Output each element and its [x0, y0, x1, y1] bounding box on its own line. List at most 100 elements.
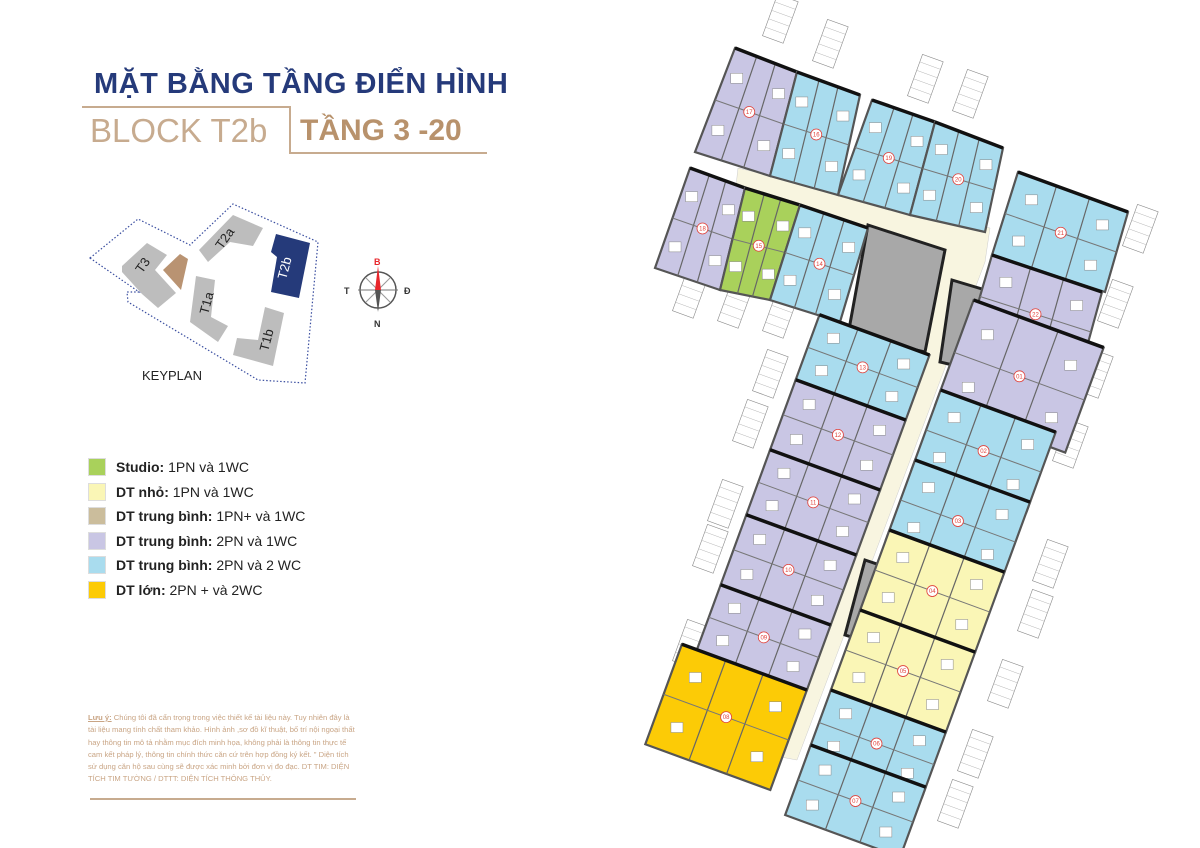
unit-number-marker: [782, 563, 795, 576]
area-label-box: [752, 348, 789, 399]
unit-number: 16: [813, 133, 820, 139]
unit-number-marker: [1029, 308, 1042, 321]
area-label-box: [707, 478, 744, 529]
keyplan-map: T3 T2a T2b T1a T1b: [89, 203, 319, 384]
compass-east: Đ: [404, 286, 411, 296]
legend-name: DT trung bình:: [116, 508, 213, 525]
unit-number-marker: [882, 152, 895, 164]
area-label-box: [812, 18, 849, 69]
unit-number: 03: [955, 519, 962, 525]
legend-swatch: [88, 556, 106, 575]
unit-number-marker: [810, 128, 823, 141]
area-label-box: [692, 523, 729, 574]
legend-label: DT trung bình: 2PN và 1WC: [116, 533, 297, 549]
legend-name: DT trung bình:: [116, 557, 213, 574]
legend-label: DT nhỏ: 1PN và 1WC: [116, 484, 254, 500]
svg-text:T1b: T1b: [256, 327, 276, 353]
svg-text:T3: T3: [132, 255, 153, 276]
compass-icon: B N T Đ: [344, 257, 411, 329]
legend-item: DT lớn: 2PN + và 2WC: [88, 578, 305, 603]
building-T3: T3: [122, 243, 176, 308]
area-label-box: [957, 728, 994, 779]
legend-name: DT trung bình:: [116, 532, 213, 549]
legend-swatch: [88, 458, 106, 477]
legend-desc: 2PN và 1WC: [216, 532, 298, 549]
legend-label: DT trung bình: 1PN+ và 1WC: [116, 508, 305, 524]
area-label-box: [762, 0, 799, 44]
unit-number-marker: [897, 665, 909, 677]
unit-number: 01: [1016, 374, 1023, 380]
apartment-unit[interactable]: 13: [794, 313, 931, 422]
legend-swatch: [88, 531, 106, 550]
site-boundary: [89, 203, 319, 384]
legend-desc: 2PN và 2 WC: [216, 557, 302, 574]
apartment-unit[interactable]: 07: [783, 743, 928, 848]
unit-number-marker: [696, 222, 709, 235]
unit-number-marker: [743, 106, 756, 118]
apartment-unit[interactable]: 21: [990, 170, 1130, 294]
legend-item: DT nhỏ: 1PN và 1WC: [88, 480, 305, 505]
legend-desc: 2PN + và 2WC: [169, 581, 263, 598]
title-rule: [289, 106, 291, 154]
legend-name: DT nhỏ:: [116, 483, 169, 500]
unit-number-marker: [856, 361, 869, 374]
title-rule: [289, 152, 487, 154]
unit-number: 06: [873, 742, 880, 748]
unit-number-marker: [807, 496, 820, 509]
apartment-unit[interactable]: 08: [643, 642, 809, 792]
apartment-unit[interactable]: 14: [768, 203, 870, 324]
legend-item: DT trung bình: 2PN và 2 WC: [88, 553, 305, 578]
legend-name: DT lớn:: [116, 581, 166, 598]
unit-number-marker: [1054, 226, 1067, 239]
apartment-unit[interactable]: 10: [719, 513, 858, 627]
unit-number: 22: [1032, 312, 1039, 318]
unit-number-marker: [832, 428, 844, 441]
building-T1b: T1b: [233, 307, 284, 366]
legend-label: DT trung bình: 2PN và 2 WC: [116, 557, 301, 573]
legend-swatch: [88, 580, 106, 599]
keyplan-label: KEYPLAN: [142, 368, 202, 383]
unit-number-marker: [952, 173, 965, 186]
compass-north: B: [374, 257, 381, 267]
title-rule: [82, 106, 290, 108]
unit-number: 05: [900, 669, 907, 675]
block-name: BLOCK T2b: [90, 112, 268, 149]
unit-number-marker: [720, 711, 732, 724]
apartment-unit[interactable]: 19: [836, 98, 937, 217]
unit-number-marker: [870, 737, 883, 750]
building-T1a: T1a: [190, 276, 228, 342]
unit-number: 17: [746, 110, 753, 116]
building-T2a: T2a: [199, 215, 263, 262]
area-label-box: [952, 68, 989, 119]
legend-swatch: [88, 507, 106, 526]
apartment-unit[interactable]: 09: [695, 583, 833, 692]
unit-number: 02: [980, 449, 987, 455]
legend-swatch: [88, 482, 106, 501]
amenity-block: [163, 254, 188, 290]
area-label-box: [1032, 538, 1069, 589]
unit-number: 13: [859, 365, 866, 371]
area-label-box: [732, 398, 769, 449]
area-label-box: [937, 778, 974, 829]
legend-item: Studio: 1PN và 1WC: [88, 455, 305, 480]
legend-desc: 1PN và 1WC: [172, 483, 254, 500]
unit-number-marker: [752, 239, 765, 252]
unit-number-marker: [952, 515, 964, 527]
legend-desc: 1PN+ và 1WC: [216, 508, 306, 525]
floor-range: TẦNG 3 -20: [300, 114, 462, 147]
legend-item: DT trung bình: 1PN+ và 1WC: [88, 504, 305, 529]
building-T2b-highlighted: T2b: [271, 234, 310, 298]
area-label-box: [1097, 278, 1134, 329]
unit-number: 04: [929, 589, 936, 595]
disclaimer-note: Lưu ý: Chúng tôi đã cẩn trọng trong việc…: [88, 712, 358, 786]
apartment-unit[interactable]: 20: [908, 120, 1005, 234]
unit-number-marker: [757, 631, 770, 644]
unit-number-marker: [849, 795, 862, 807]
area-label-box: [907, 53, 944, 104]
area-label-box: [1017, 588, 1054, 639]
legend-label: DT lớn: 2PN + và 2WC: [116, 582, 262, 598]
legend-item: DT trung bình: 2PN và 1WC: [88, 529, 305, 554]
svg-text:T1a: T1a: [196, 290, 216, 316]
unit-number: 20: [955, 177, 962, 183]
